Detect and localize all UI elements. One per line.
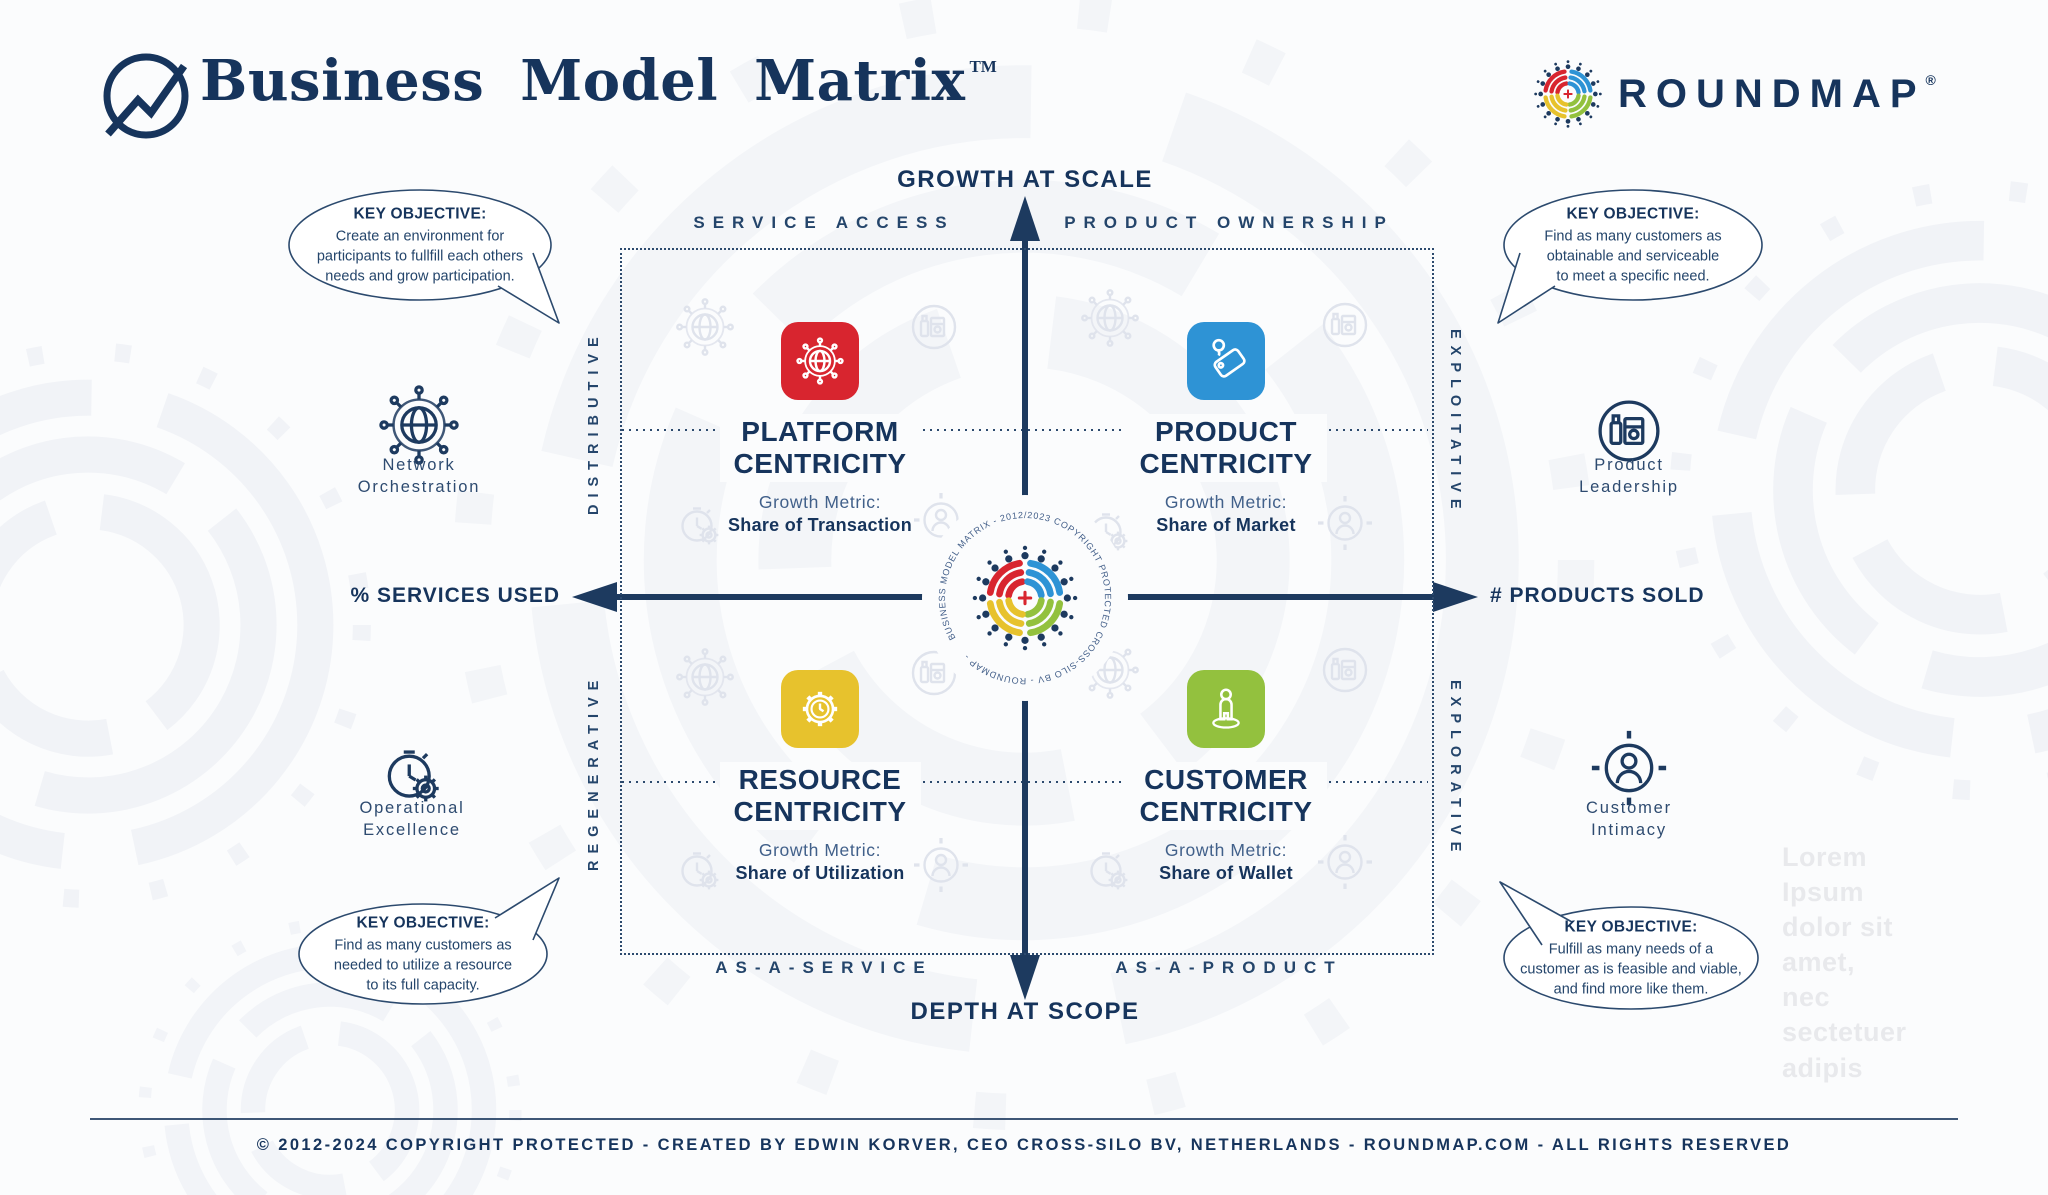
price-tag-icon [1187, 322, 1265, 400]
growth-metric-value: Share of Wallet [1159, 862, 1293, 883]
gear-clock-icon [781, 670, 859, 748]
footer-divider [90, 1118, 1958, 1120]
growth-metric-label: Growth Metric: [758, 491, 882, 512]
arrow-right-icon [1433, 582, 1478, 612]
bubble-customer-objective: KEY OBJECTIVE: Fulfill as many needs of … [1472, 870, 1782, 1015]
concept-label-customer-intimacy: Customer Intimacy [1586, 799, 1672, 839]
product-leadership-icon [1598, 400, 1660, 462]
business-model-matrix-logo-icon [103, 53, 189, 139]
concept-label-operational-excellence: Operational Excellence [359, 799, 465, 839]
bubble-tail [1497, 252, 1556, 324]
arrow-left-icon [572, 582, 617, 612]
growth-metric-label: Growth Metric: [1164, 491, 1288, 512]
trademark-symbol: TM [969, 57, 997, 76]
quadrant-resource-centricity: RESOURCE CENTRICITY Growth Metric: Share… [640, 670, 1000, 884]
growth-metric-label: Growth Metric: [758, 839, 882, 860]
quadrant-customer-centricity: CUSTOMER CENTRICITY Growth Metric: Share… [1046, 670, 1406, 884]
edge-label-as-a-service: AS-A-SERVICE [715, 958, 933, 977]
axis-label-bottom: DEPTH AT SCOPE [910, 998, 1140, 1025]
bubble-tail [497, 252, 560, 324]
side-label-distributive: DISTRIBUTIVE [586, 330, 602, 515]
quadrant-title: PRODUCT CENTRICITY [1125, 414, 1327, 482]
edge-label-service-access: SERVICE ACCESS [693, 213, 955, 232]
growth-metric-value: Share of Market [1156, 514, 1296, 535]
edge-label-as-a-product: AS-A-PRODUCT [1115, 958, 1343, 977]
axis-label-left: % SERVICES USED [350, 584, 560, 607]
growth-metric-value: Share of Utilization [735, 862, 905, 883]
arrow-up-icon [1010, 196, 1040, 241]
axis-label-right: # PRODUCTS SOLD [1490, 584, 1705, 607]
network-orchestration-icon [379, 385, 459, 465]
roundmap-logo-icon [1528, 54, 1608, 134]
quadrant-title: PLATFORM CENTRICITY [719, 414, 921, 482]
quadrant-title: RESOURCE CENTRICITY [719, 762, 921, 830]
side-label-regenerative: REGENERATIVE [586, 673, 602, 871]
customer-intimacy-icon [1592, 731, 1666, 805]
quadrant-title: CUSTOMER CENTRICITY [1125, 762, 1327, 830]
bubble-body: Create an environment for participants t… [316, 228, 524, 285]
bubble-body: Fulfill as many needs of a customer as i… [1520, 941, 1742, 998]
footer-copyright: © 2012-2024 COPYRIGHT PROTECTED - CREATE… [256, 1136, 1792, 1154]
bubble-resource-objective: KEY OBJECTIVE: Find as many customers as… [295, 870, 595, 1010]
edge-label-product-ownership: PRODUCT OWNERSHIP [1064, 213, 1394, 232]
bubble-heading: KEY OBJECTIVE: [1564, 918, 1698, 936]
bubble-platform-objective: KEY OBJECTIVE: Create an environment for… [288, 188, 588, 338]
registered-symbol: ® [1925, 72, 1936, 88]
growth-metric-label: Growth Metric: [1164, 839, 1288, 860]
side-label-explorative: EXPLORATIVE [1447, 680, 1463, 859]
bubble-tail [494, 877, 560, 941]
axis-label-top: GROWTH AT SCALE [897, 166, 1153, 193]
concept-label-network-orchestration: Network Orchestration [357, 456, 481, 496]
bubble-heading: KEY OBJECTIVE: [353, 205, 487, 223]
quadrant-product-centricity: PRODUCT CENTRICITY Growth Metric: Share … [1046, 322, 1406, 536]
bubble-product-objective: KEY OBJECTIVE: Find as many customers as… [1460, 188, 1770, 338]
growth-metric-value: Share of Transaction [727, 514, 913, 535]
bubble-heading: KEY OBJECTIVE: [1566, 205, 1700, 223]
operational-excellence-icon [387, 749, 441, 804]
arrow-down-icon [1010, 955, 1040, 1000]
bubble-body: Find as many customers as needed to util… [333, 937, 513, 994]
bubble-body: Find as many customers as obtainable and… [1544, 228, 1722, 285]
background-placeholder-text: Lorem Ipsum dolor sit amet, nec sectetue… [1782, 842, 1907, 1083]
network-icon [781, 322, 859, 400]
side-label-exploitative: EXPLOITATIVE [1447, 329, 1463, 516]
quadrant-platform-centricity: PLATFORM CENTRICITY Growth Metric: Share… [640, 322, 1000, 536]
concept-label-product-leadership: Product Leadership [1579, 456, 1679, 496]
matrix-frame [620, 248, 1434, 955]
bubble-heading: KEY OBJECTIVE: [356, 914, 490, 932]
bubble-tail [1499, 881, 1573, 946]
roundmap-wordmark: ROUNDMAP® [1618, 72, 1936, 116]
person-spot-icon [1187, 670, 1265, 748]
